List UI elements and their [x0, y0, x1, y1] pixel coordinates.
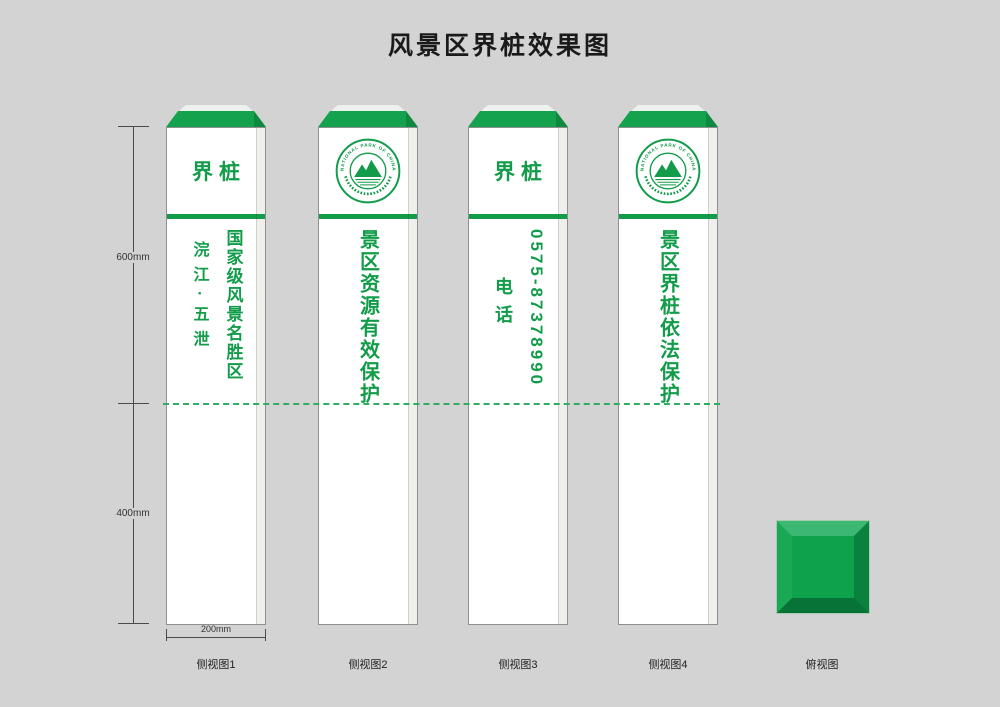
post-face: 景区资源有效保护 — [318, 127, 418, 625]
view-label-top: 俯视图 — [805, 659, 839, 671]
post-side-view-4: 景区界桩依法保护 — [618, 105, 718, 625]
post-cap-front-face — [166, 111, 266, 127]
post-cap-front-face — [618, 111, 718, 127]
post-body: 景区界桩依法保护 — [619, 219, 717, 624]
post-body-text: 景区界桩依法保护 — [656, 229, 679, 405]
green-divider — [619, 214, 717, 219]
top-view-square — [776, 520, 870, 614]
post-cap-front-face — [468, 111, 568, 127]
post-header: 界桩 — [469, 128, 567, 214]
horizontal-dimension-line — [166, 637, 266, 638]
post-header — [319, 128, 417, 214]
post-side-view-2: 景区资源有效保护 — [318, 105, 418, 625]
post-body: 国家级风景名胜区 浣江·五泄 — [167, 219, 265, 624]
post-body: 景区资源有效保护 — [319, 219, 417, 624]
view-label-side-2: 侧视图2 — [348, 659, 388, 671]
post-cap — [166, 105, 266, 127]
post-header-text: 界桩 — [192, 161, 246, 184]
post-cap-top-face — [480, 105, 556, 112]
post-cap-front-face — [318, 111, 418, 127]
post-body-phone-number: 0575-87378990 — [527, 229, 546, 388]
post-side-view-1: 界桩 国家级风景名胜区 浣江·五泄 — [166, 105, 266, 625]
post-cap-top-face — [630, 105, 706, 112]
dimension-tick — [118, 403, 149, 404]
national-park-emblem-icon — [635, 138, 701, 204]
post-cap — [468, 105, 568, 127]
vertical-text-block: 景区资源有效保护 — [354, 229, 383, 624]
post-cap — [318, 105, 418, 127]
post-body: 0575-87378990 电话 — [469, 219, 567, 624]
view-label-side-4: 侧视图4 — [648, 659, 688, 671]
post-face: 界桩 国家级风景名胜区 浣江·五泄 — [166, 127, 266, 625]
post-body-text: 景区资源有效保护 — [356, 229, 379, 405]
post-header-text: 界桩 — [494, 161, 548, 184]
dimension-label-200mm: 200mm — [200, 624, 231, 634]
post-header: 界桩 — [167, 128, 265, 214]
post-body-text: 电话 — [493, 277, 513, 333]
post-face: 景区界桩依法保护 — [618, 127, 718, 625]
national-park-emblem-icon — [335, 138, 401, 204]
vertical-text-block: 景区界桩依法保护 — [654, 229, 683, 624]
post-body-text: 国家级风景名胜区 — [223, 229, 243, 381]
post-face: 界桩 0575-87378990 电话 — [468, 127, 568, 625]
green-divider — [319, 214, 417, 219]
dimension-tick — [118, 126, 149, 127]
dimension-label-600mm: 600mm — [104, 252, 162, 263]
dimension-tick — [166, 629, 167, 641]
post-side-view-3: 界桩 0575-87378990 电话 — [468, 105, 568, 625]
view-label-side-1: 侧视图1 — [196, 659, 236, 671]
vertical-text-block: 国家级风景名胜区 浣江·五泄 — [187, 229, 246, 624]
post-cap-top-face — [330, 105, 406, 112]
vertical-text-block: 0575-87378990 电话 — [490, 229, 546, 624]
post-cap-top-face — [178, 105, 254, 112]
post-cap — [618, 105, 718, 127]
page-title: 风景区界桩效果图 — [387, 33, 612, 60]
post-header — [619, 128, 717, 214]
post-body-text: 浣江·五泄 — [190, 241, 208, 356]
dimension-label-400mm: 400mm — [104, 508, 162, 519]
dimension-tick — [265, 629, 266, 641]
ground-level-dashed-line — [163, 403, 720, 405]
green-divider — [167, 214, 265, 219]
vertical-dimension-line — [133, 127, 134, 624]
dimension-tick — [118, 623, 149, 624]
green-divider — [469, 214, 567, 219]
view-label-side-3: 侧视图3 — [498, 659, 538, 671]
